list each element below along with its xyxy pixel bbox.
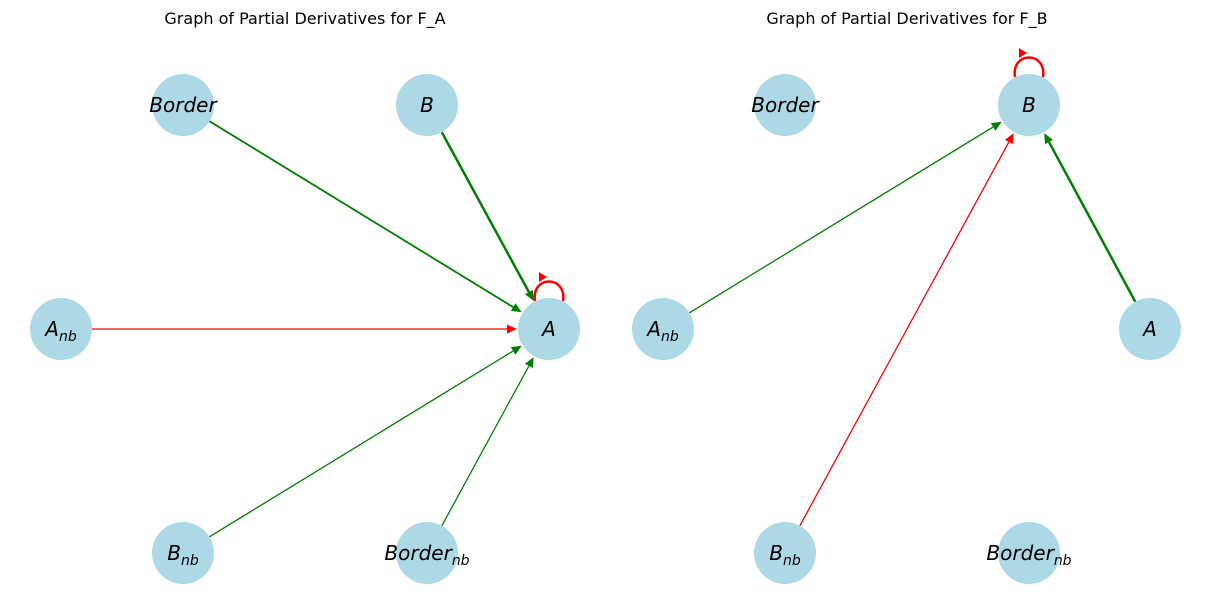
node-circle <box>30 298 92 360</box>
node-circle <box>1119 298 1181 360</box>
edge-layer <box>92 120 565 538</box>
node-label-main: B <box>769 541 783 565</box>
node-label: A <box>1141 317 1157 341</box>
node-label-subscript: nb <box>452 553 470 569</box>
node-label-main: A <box>540 317 556 341</box>
edge-border-to-a-positive-line <box>208 120 514 308</box>
edge-a-nb-to-b-positive-arrowhead <box>990 121 1002 131</box>
edge-border-nb-to-a-positive-line <box>441 365 530 527</box>
node-label: Border <box>751 93 820 117</box>
node-circle <box>396 74 458 136</box>
edge-a-to-a-negative-arrowhead <box>539 272 547 282</box>
node-circle <box>518 298 580 360</box>
node-circle <box>754 522 816 584</box>
edge-a-to-b-positive-line <box>1047 141 1137 303</box>
node-a: A <box>1119 298 1181 360</box>
edge-b-nb-to-b-negative-arrowhead <box>1004 133 1014 145</box>
node-label-subscript: nb <box>59 329 77 345</box>
node-border-nb: Bordernb <box>384 522 470 584</box>
graph-title-f-a: Graph of Partial Derivatives for F_A <box>164 9 445 29</box>
graph-title-f-b: Graph of Partial Derivatives for F_B <box>766 9 1047 29</box>
node-label: Bordernb <box>384 541 469 569</box>
edge-b-to-a-positive-line <box>440 131 531 293</box>
node-label: Bordernb <box>986 541 1071 569</box>
node-border: Border <box>149 74 218 136</box>
node-b-nb: Bnb <box>152 522 214 584</box>
node-label-main: Border <box>384 541 453 565</box>
node-a-nb: Anb <box>632 298 694 360</box>
node-label: A <box>540 317 556 341</box>
node-circle <box>396 522 458 584</box>
node-label-subscript: nb <box>783 553 801 569</box>
edge-a-nb-to-b-positive-line <box>689 126 994 314</box>
edge-a-to-a-negative-loop <box>533 280 565 302</box>
node-label-main: A <box>43 317 59 341</box>
node-b: B <box>998 74 1060 136</box>
node-a: A <box>518 298 580 360</box>
node-label: B <box>420 93 434 117</box>
edge-b-nb-to-a-positive-line <box>209 350 514 538</box>
node-circle <box>152 74 214 136</box>
edge-b-to-b-negative-loop <box>1013 56 1045 78</box>
edge-b-nb-to-a-positive-arrowhead <box>510 345 522 355</box>
node-circle <box>632 298 694 360</box>
node-label-main: B <box>1022 93 1036 117</box>
node-label-main: Border <box>986 541 1055 565</box>
node-label: Border <box>149 93 218 117</box>
node-b-nb: Bnb <box>754 522 816 584</box>
node-border: Border <box>751 74 820 136</box>
node-circle <box>152 522 214 584</box>
node-label: Bnb <box>769 541 801 569</box>
node-label-main: B <box>167 541 181 565</box>
node-circle <box>998 522 1060 584</box>
node-circle <box>998 74 1060 136</box>
node-label-subscript: nb <box>1054 553 1072 569</box>
node-label: Bnb <box>167 541 199 569</box>
node-label: Anb <box>43 317 77 345</box>
edge-b-nb-to-b-negative-line <box>799 141 1010 527</box>
edge-border-to-a-positive-arrowhead <box>510 303 522 313</box>
edge-a-to-b-positive-arrowhead <box>1044 133 1053 145</box>
node-label: B <box>1022 93 1036 117</box>
node-label-subscript: nb <box>661 329 679 345</box>
node-label: Anb <box>645 317 679 345</box>
edge-a-nb-to-a-negative-arrowhead <box>507 324 517 334</box>
node-label-main: A <box>645 317 661 341</box>
node-label-main: Border <box>751 93 820 117</box>
node-label-subscript: nb <box>181 553 199 569</box>
node-circle <box>754 74 816 136</box>
node-label-main: A <box>1141 317 1157 341</box>
node-label-main: B <box>420 93 434 117</box>
node-a-nb: Anb <box>30 298 92 360</box>
edge-b-to-b-negative-arrowhead <box>1019 48 1027 58</box>
edge-layer <box>689 48 1137 527</box>
node-b: B <box>396 74 458 136</box>
edge-b-to-a-positive-arrowhead <box>524 289 534 301</box>
node-border-nb: Bordernb <box>986 522 1072 584</box>
node-label-main: Border <box>149 93 218 117</box>
edge-border-nb-to-a-positive-arrowhead <box>524 357 534 369</box>
